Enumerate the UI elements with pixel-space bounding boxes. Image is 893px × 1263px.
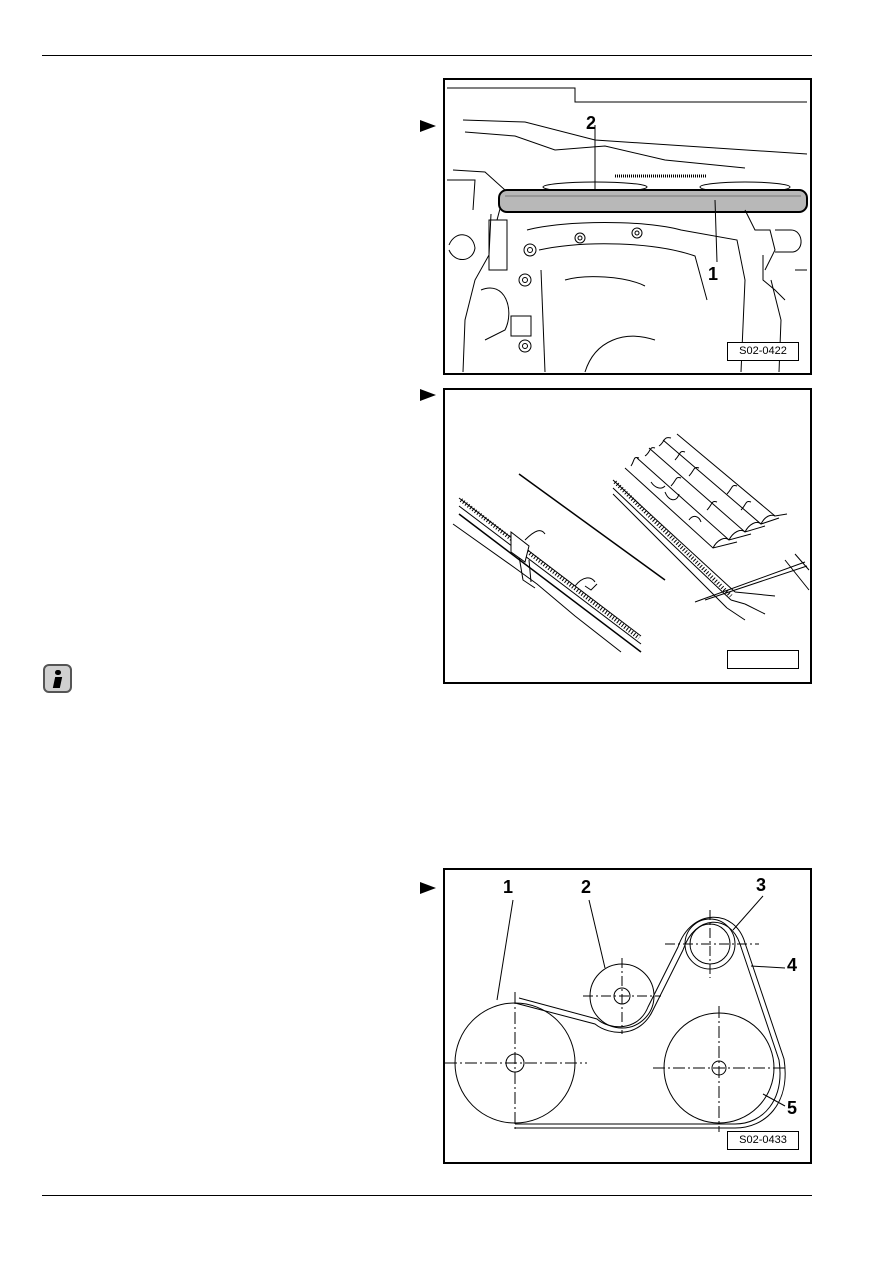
callout-1: 1 — [708, 264, 719, 284]
pointer-arrow-icon — [420, 389, 436, 401]
figure-reference-label: S02-0433 — [727, 1131, 799, 1150]
belt-4 — [514, 916, 786, 1129]
figure-belt-damage — [443, 388, 812, 684]
figure-reference-label: S02-0422 — [727, 342, 799, 361]
belt-routing-illustration — [445, 895, 786, 1132]
callout-2: 2 — [581, 877, 592, 897]
engine-illustration — [447, 87, 808, 373]
belt-damage-illustration — [452, 433, 810, 653]
pulley-5 — [653, 1006, 785, 1132]
figure-reference-label — [727, 650, 799, 669]
info-icon-dot — [55, 670, 61, 675]
info-icon-stem — [52, 677, 63, 688]
callout-2: 2 — [586, 113, 597, 133]
callout-3: 3 — [756, 875, 767, 895]
footer-rule — [42, 1195, 812, 1196]
pulley-1 — [445, 992, 587, 1132]
figure-belt-routing-diagram: 1 2 3 4 5 S02-0433 — [443, 868, 812, 1164]
figure-engine-belt-drive: 2 1 S02-0422 — [443, 78, 812, 375]
pulley-2 — [583, 958, 661, 1034]
callout-4: 4 — [787, 955, 798, 975]
callout-5: 5 — [787, 1098, 798, 1118]
pointer-arrow-icon — [420, 882, 436, 894]
header-rule — [42, 55, 812, 56]
info-icon[interactable] — [43, 664, 72, 693]
pointer-arrow-icon — [420, 120, 436, 132]
callout-1: 1 — [503, 877, 514, 897]
